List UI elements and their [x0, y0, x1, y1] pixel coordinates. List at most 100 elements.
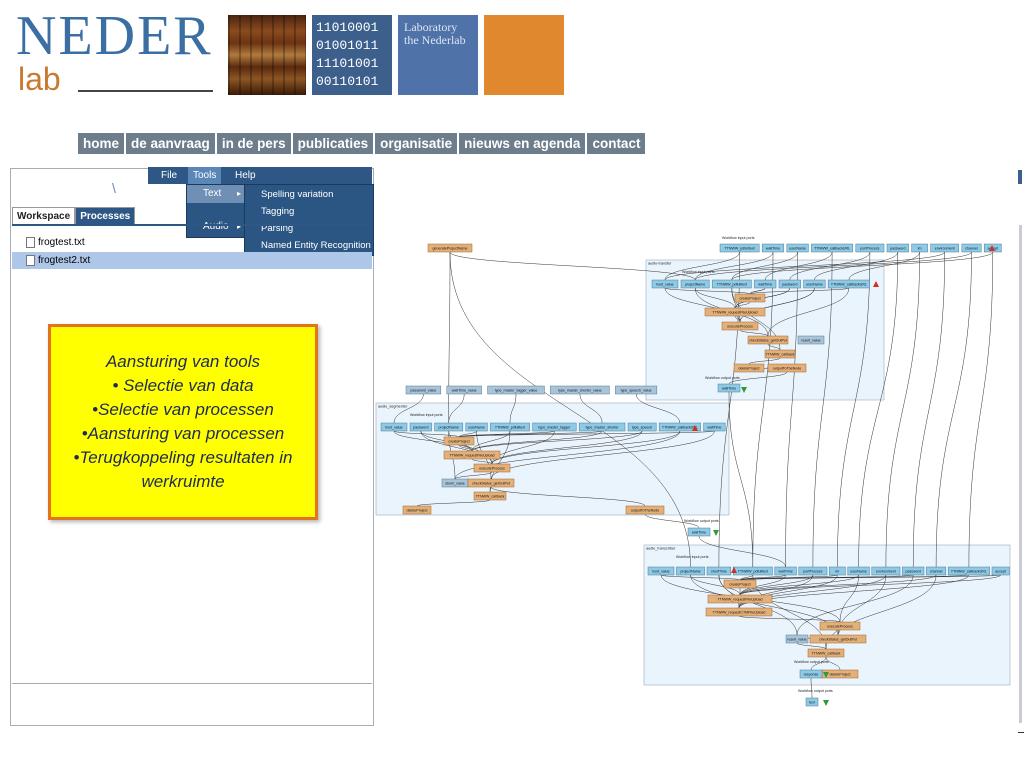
- tab-processes[interactable]: Processes: [75, 207, 136, 224]
- sub2-in-9-label: waitTime: [707, 426, 721, 430]
- sub1-in-0: host_value: [651, 279, 679, 289]
- sub2-node-1-box: [443, 450, 501, 460]
- workflow-edge: [739, 574, 1001, 596]
- sub3-in-12-label: accept: [995, 570, 1006, 574]
- sub2-in-6: type_master_shorter: [578, 422, 626, 432]
- menu-file[interactable]: File: [161, 170, 178, 181]
- sub2-node-7-label: outputToTheNode: [631, 509, 660, 513]
- feature-note: Aansturing van tools • Selectie van data…: [48, 324, 318, 520]
- workflow-edge: [767, 343, 781, 351]
- input-port-icon: [873, 281, 879, 287]
- sub1-in-0-label: host_value: [656, 283, 673, 287]
- nav-home[interactable]: home: [78, 133, 125, 154]
- workflow-edge: [664, 287, 751, 295]
- submenu-tagging[interactable]: Tagging: [261, 206, 295, 217]
- param-node-1-label: waitTime_value: [452, 389, 477, 393]
- sub3-node-4-box: [809, 634, 867, 644]
- logo-underline: [78, 90, 213, 92]
- sub3-in-3: TTNWW_pdfulltext: [732, 566, 773, 576]
- sub3-node-6-label: TTNWW_callback: [812, 652, 841, 656]
- backslash-mark: \: [112, 180, 116, 196]
- top-port-3-box: [811, 243, 854, 253]
- workflow-edge: [420, 430, 493, 465]
- workflow-edge: [660, 574, 741, 581]
- sub3-in-0-label: host_value: [652, 570, 669, 574]
- file-row[interactable]: frogtest.txt: [12, 234, 372, 251]
- sub3-in-10-label: channel: [930, 570, 943, 574]
- sub2-in-1-label: password: [413, 426, 428, 430]
- submenu-parsing[interactable]: Parsing: [261, 223, 294, 234]
- sub3-node-6-box: [807, 648, 845, 658]
- nav-contact[interactable]: contact: [587, 133, 646, 154]
- final-output-label: text: [809, 701, 815, 705]
- menu-help[interactable]: Help: [235, 170, 256, 181]
- workflow-edge: [968, 251, 994, 568]
- workflow-edge: [764, 251, 833, 281]
- sub3-in-4-box: [774, 566, 797, 576]
- sub1-node-3-label: checkStatus_getOutPut: [749, 339, 787, 343]
- top-port-6: lm: [911, 243, 928, 253]
- workflow-edge: [785, 251, 798, 568]
- submenu-spelling-variation[interactable]: Spelling variation: [261, 189, 334, 200]
- sub2-node-4-label: checkStatus_getOutPut: [472, 482, 510, 486]
- top-port-2: userName: [786, 243, 809, 253]
- main-nav: home de aanvraag in de pers publicaties …: [78, 133, 646, 154]
- workflow-edge: [734, 301, 751, 309]
- submenu-named-entity-recognition[interactable]: Named Entity Recognition: [261, 240, 371, 251]
- sub2-in-9: waitTime: [703, 422, 726, 432]
- sub1-node-2-box: [721, 321, 759, 331]
- workflow-edge: [748, 357, 781, 365]
- binary-line: 01001011: [316, 38, 379, 53]
- nav-de-aanvraag[interactable]: de aanvraag: [126, 133, 215, 154]
- nav-nieuws-en-agenda[interactable]: nieuws en agenda: [459, 133, 586, 154]
- nav-organisatie[interactable]: organisatie: [375, 133, 458, 154]
- sub2-in-7-box: [627, 422, 657, 432]
- sub3-in-2-label: shortTime: [711, 570, 727, 574]
- sub3-in-11-box: [947, 566, 990, 576]
- sub3-in-9-label: password: [906, 570, 921, 574]
- workflow-edge: [739, 574, 914, 581]
- param-node-3: type_master_shorter_value: [550, 385, 610, 395]
- sub1-in-1: projectName: [680, 279, 710, 289]
- sub1-out-label: Workflow output ports: [705, 376, 740, 380]
- top-port-4-box: [855, 243, 885, 253]
- file-row-selected[interactable]: frogtest2.txt: [12, 252, 372, 269]
- workflow-edge: [812, 251, 833, 568]
- menu-tools[interactable]: Tools: [188, 167, 222, 184]
- tools-menu-audio[interactable]: Audio ▸: [187, 218, 245, 236]
- sub1-node-6: outputToTheNode: [767, 363, 807, 373]
- sub2-in-4: TTNWW_pdfulltext: [490, 422, 530, 432]
- top-port-7-box: [930, 243, 960, 253]
- tools-menu-text[interactable]: Text ▸: [187, 185, 245, 203]
- sub1-node-5-label: deleteProject: [739, 367, 760, 371]
- sub2-in-2-label: projectName: [439, 426, 459, 430]
- output-port-icon: [741, 387, 747, 393]
- top-ports-label: Workflow input ports: [722, 236, 755, 240]
- sub1-in-1-box: [680, 279, 710, 289]
- sub1-node-4: TTNWW_callback: [764, 349, 796, 359]
- file-icon: [26, 237, 35, 248]
- final-output: text: [805, 697, 819, 707]
- sub3-in-4-label: waitTime: [778, 570, 792, 574]
- sub1-node-7: result_value: [797, 335, 825, 345]
- nav-publicaties[interactable]: publicaties: [292, 133, 374, 154]
- sub1-node-4-label: TTNWW_callback: [766, 353, 795, 357]
- tab-workspace[interactable]: Workspace: [12, 207, 76, 224]
- sub1-node-3: checkStatus_getOutPut: [747, 335, 789, 345]
- sub2-output: waitTime: [687, 527, 711, 537]
- input-port-icon: [692, 425, 698, 431]
- file-name: frogtest.txt: [38, 237, 85, 248]
- sub1-node-0-label: createProject: [739, 297, 760, 301]
- tab-underline: [12, 224, 372, 226]
- sub2-node-5-box: [473, 491, 507, 501]
- param-node-1: waitTime_value: [446, 385, 482, 395]
- param-node-3-box: [550, 385, 610, 395]
- note-line: •Selectie van processen: [92, 400, 274, 419]
- workflow-edge: [664, 251, 740, 281]
- scrollbar[interactable]: [1019, 225, 1022, 723]
- sub3-in-11: TTNWW_callbackURL: [947, 566, 990, 576]
- sub3-in-8: environment: [871, 566, 901, 576]
- workflow-edge: [690, 574, 741, 596]
- sub3-node-1-label: TTNWW_requestFileUpload: [718, 598, 763, 602]
- nav-in-de-pers[interactable]: in de pers: [216, 133, 291, 154]
